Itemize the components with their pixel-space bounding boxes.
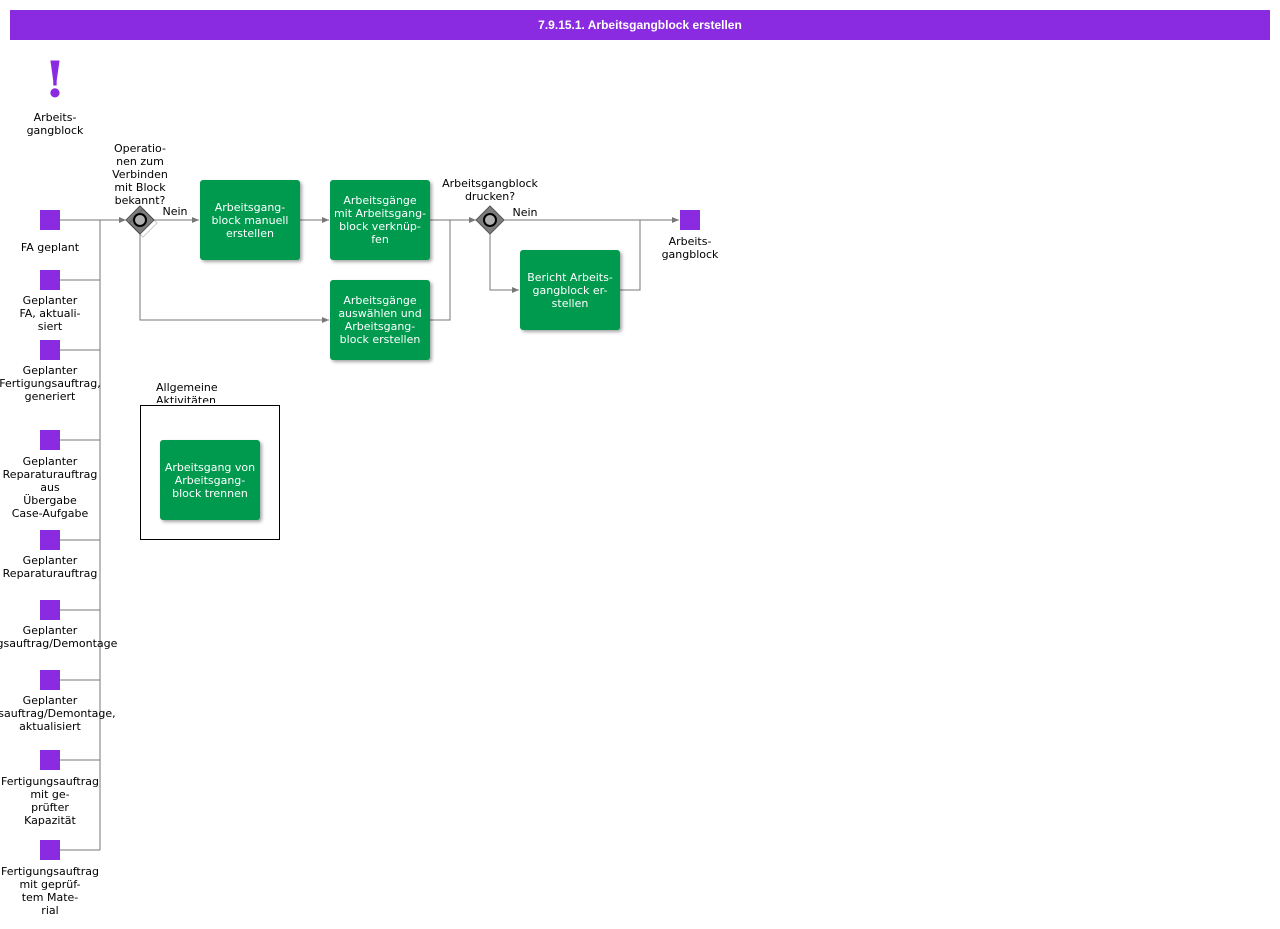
start-event-4[interactable]	[40, 430, 60, 450]
connector-task4-end	[620, 220, 641, 291]
start-event-7-label: Geplanter ngsauftrag/Demontage, aktualis…	[0, 694, 116, 733]
start-event-4-label: Geplanter Reparaturauftrag aus Übergabe …	[2, 455, 98, 520]
connector-gateway2-task4	[489, 234, 519, 293]
start-event-6[interactable]	[40, 600, 60, 620]
gateway-1-edge-label: Nein	[162, 205, 188, 218]
gateway-2-edge-label: Nein	[512, 206, 538, 219]
task-select-and-create[interactable]: Arbeitsgänge auswählen und Arbeitsgang- …	[330, 280, 430, 360]
end-event[interactable]	[680, 210, 700, 230]
start-event-7[interactable]	[40, 670, 60, 690]
task-link-operations[interactable]: Arbeitsgänge mit Arbeitsgang- block verk…	[330, 180, 430, 260]
start-event-8-label: Fertigungsauftrag mit ge- prüfter Kapazi…	[1, 775, 99, 827]
start-event-6-label: Geplanter ungsauftrag/Demontage	[0, 624, 118, 650]
start-event-2[interactable]	[40, 270, 60, 290]
group-label: Allgemeine Aktivitäten	[156, 381, 218, 403]
start-event-5[interactable]	[40, 530, 60, 550]
start-event-9[interactable]	[40, 840, 60, 860]
start-event-2-label: Geplanter FA, aktuali- siert	[19, 294, 81, 333]
start-event-1[interactable]	[40, 210, 60, 230]
legend-label: Arbeits- gangblock	[26, 111, 84, 137]
gateway-1[interactable]	[125, 205, 158, 238]
exclamation-icon: !	[44, 50, 66, 109]
start-event-1-label: FA geplant	[20, 241, 80, 254]
end-event-label: Arbeits- gangblock	[661, 235, 719, 261]
gateway-1-label: Operatio- nen zum Verbinden mit Block be…	[112, 142, 168, 207]
start-event-5-label: Geplanter Reparaturauftrag	[2, 554, 98, 580]
start-event-9-label: Fertigungsauftrag mit geprüf- tem Mate- …	[1, 865, 99, 917]
start-event-3-label: Geplanter Fertigungsauftrag, generiert	[0, 364, 101, 403]
gateway-2[interactable]	[475, 205, 505, 235]
start-event-3[interactable]	[40, 340, 60, 360]
connector-task3-gateway2	[430, 220, 451, 321]
gateway-2-label: Arbeitsgangblock drucken?	[442, 177, 538, 203]
start-event-8[interactable]	[40, 750, 60, 770]
connector-gateway1-task3	[139, 234, 329, 323]
task-create-report[interactable]: Bericht Arbeits- gangblock er- stellen	[520, 250, 620, 330]
task-create-block-manually[interactable]: Arbeitsgang- block manuell erstellen	[200, 180, 300, 260]
diagram-title: 7.9.15.1. Arbeitsgangblock erstellen	[10, 10, 1270, 40]
task-detach-operation[interactable]: Arbeitsgang von Arbeitsgang- block trenn…	[160, 440, 260, 520]
